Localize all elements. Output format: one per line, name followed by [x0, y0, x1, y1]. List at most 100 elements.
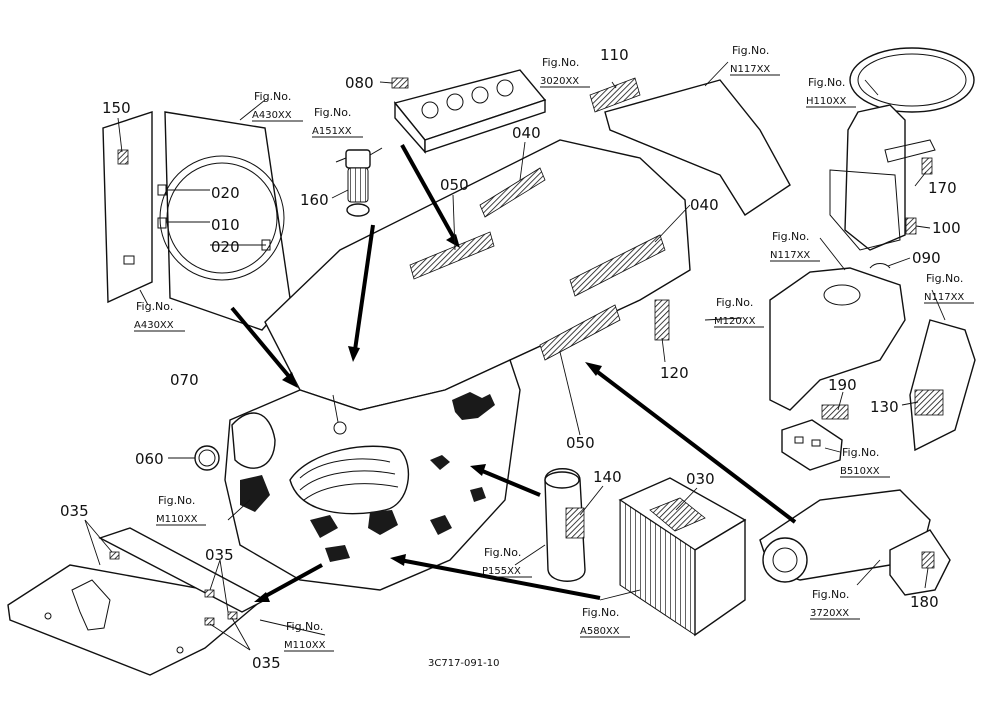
callout-020-lower: 020 [211, 238, 240, 256]
callout-170: 170 [928, 179, 957, 197]
callout-070: 070 [170, 371, 199, 389]
upper-cover [604, 79, 791, 216]
figref-a151: Fig.No. A151XX [312, 106, 363, 138]
callout-130: 130 [870, 398, 899, 416]
label-110 [589, 77, 641, 113]
figref-3020: Fig.No. 3020XX [540, 56, 590, 88]
figref-h110: Fig.No. H110XX [806, 76, 856, 108]
label-120 [654, 299, 670, 341]
callout-035-bottom: 035 [252, 654, 281, 672]
svg-text:M110XX: M110XX [156, 514, 198, 525]
callout-030: 030 [686, 470, 715, 488]
relay-box [781, 419, 843, 471]
figref-m110-bottom: Fig.No. M110XX [284, 620, 334, 652]
svg-text:Fig.No.: Fig.No. [732, 44, 769, 57]
label-100 [905, 217, 917, 235]
figref-a580: Fig.No. A580XX [580, 606, 630, 638]
callout-190: 190 [828, 376, 857, 394]
clip-090 [869, 263, 891, 269]
label-130 [914, 389, 944, 416]
fuel-filter [335, 147, 383, 217]
figref-n117-top: Fig.No. N117XX [730, 44, 780, 76]
label-040-side [569, 234, 666, 297]
label-050-top [409, 231, 495, 280]
callout-080: 080 [345, 74, 374, 92]
hood [264, 139, 691, 411]
callout-010: 010 [211, 216, 240, 234]
emblem-060 [194, 445, 220, 471]
label-150 [117, 149, 129, 165]
callout-150: 150 [102, 99, 131, 117]
label-190 [821, 404, 849, 420]
callout-100: 100 [932, 219, 961, 237]
svg-text:P155XX: P155XX [482, 566, 521, 577]
svg-text:Fig.No.: Fig.No. [582, 606, 619, 619]
svg-text:Fig.No.: Fig.No. [842, 446, 879, 459]
figref-m110-left: Fig.No. M110XX [156, 494, 206, 526]
label-030 [649, 497, 706, 532]
callout-060: 060 [135, 450, 164, 468]
svg-text:Fig.No.: Fig.No. [926, 272, 963, 285]
bottom-plate [7, 527, 267, 676]
decal-splotches [240, 392, 495, 562]
figure-references: Fig.No. A430XX Fig.No. A151XX Fig.No. 30… [134, 44, 974, 652]
front-grille [224, 359, 521, 591]
figref-p155: Fig.No. P155XX [482, 546, 532, 578]
label-140 [565, 507, 585, 539]
label-170 [921, 157, 933, 175]
steering-assembly [829, 47, 975, 251]
figref-n117-mid: Fig.No. N117XX [770, 230, 820, 262]
callout-020-upper: 020 [211, 184, 240, 202]
label-080 [391, 77, 409, 89]
callout-110: 110 [600, 46, 629, 64]
callout-050-lower: 050 [566, 434, 595, 452]
callout-160: 160 [300, 191, 329, 209]
svg-text:Fig.No.: Fig.No. [772, 230, 809, 243]
svg-text:Fig.No.: Fig.No. [808, 76, 845, 89]
svg-text:N117XX: N117XX [924, 292, 964, 303]
svg-text:Fig.No.: Fig.No. [254, 90, 291, 103]
dash-panel-center [769, 267, 906, 411]
front-axle [759, 489, 951, 596]
svg-text:Fig.No.: Fig.No. [484, 546, 521, 559]
svg-text:B510XX: B510XX [840, 466, 880, 477]
callout-040-upper: 040 [512, 124, 541, 142]
callout-035-mid: 035 [205, 546, 234, 564]
figref-3720: Fig.No. 3720XX [810, 588, 860, 620]
svg-text:3720XX: 3720XX [810, 608, 849, 619]
callout-120: 120 [660, 364, 689, 382]
svg-text:Fig.No.: Fig.No. [812, 588, 849, 601]
svg-text:A580XX: A580XX [580, 626, 620, 637]
radiator-shroud [102, 111, 291, 331]
callout-040-side: 040 [690, 196, 719, 214]
callout-140: 140 [593, 468, 622, 486]
svg-text:A151XX: A151XX [312, 126, 352, 137]
callout-numbers: 150 010 020 020 160 080 110 040 040 050 … [60, 46, 961, 672]
figref-n117-right: Fig.No. N117XX [924, 272, 974, 304]
svg-text:A430XX: A430XX [134, 320, 174, 331]
label-180 [921, 551, 935, 569]
svg-text:Fig.No.: Fig.No. [716, 296, 753, 309]
dash-panel-right [909, 319, 976, 452]
model-decal [539, 304, 621, 361]
figref-b510: Fig.No. B510XX [840, 446, 890, 478]
svg-text:Fig.No.: Fig.No. [136, 300, 173, 313]
callout-090: 090 [912, 249, 941, 267]
cylinder-head [393, 69, 547, 154]
leader-lines [84, 61, 946, 651]
figref-a430-top: Fig.No. A430XX [252, 90, 303, 122]
svg-text:3020XX: 3020XX [540, 76, 579, 87]
label-040-top [479, 167, 546, 218]
figref-m120: Fig.No. M120XX [714, 296, 764, 328]
svg-text:Fig.No.: Fig.No. [158, 494, 195, 507]
svg-text:Fig.No.: Fig.No. [314, 106, 351, 119]
svg-text:H110XX: H110XX [806, 96, 846, 107]
svg-text:Fig.No.: Fig.No. [286, 620, 323, 633]
callout-180: 180 [910, 593, 939, 611]
svg-text:M120XX: M120XX [714, 316, 756, 327]
assembly-arrows [230, 144, 797, 602]
muffler [544, 468, 586, 582]
svg-text:M110XX: M110XX [284, 640, 326, 651]
svg-text:N117XX: N117XX [770, 250, 810, 261]
